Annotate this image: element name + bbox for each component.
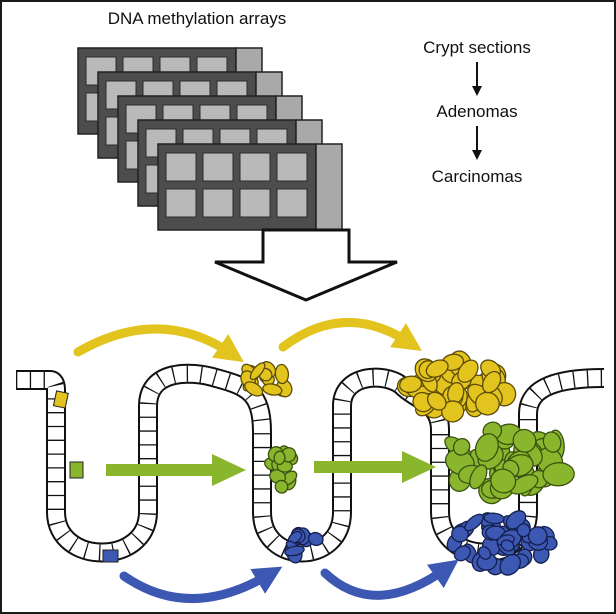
cell: [483, 512, 505, 525]
cell: [307, 531, 324, 547]
methylation-array: [157, 143, 343, 231]
cell: [262, 383, 283, 396]
blue-adenoma-cluster: [284, 526, 324, 564]
green-carcinoma-cluster: [444, 421, 575, 505]
cell: [516, 523, 531, 538]
cell: [542, 462, 575, 487]
blue-cell: [102, 549, 119, 563]
green-cell: [69, 461, 84, 479]
stage-arrow-2: [472, 126, 482, 160]
cell: [542, 431, 562, 453]
cell: [244, 381, 264, 397]
cell-clusters: [240, 350, 575, 576]
cell: [249, 362, 266, 381]
green-progression-arrow-2: [314, 451, 436, 483]
cell: [452, 438, 471, 456]
cell: [499, 553, 521, 576]
cell: [490, 468, 517, 494]
hollow-down-arrow-icon: [214, 228, 398, 302]
stage-label-carcinomas: Carcinomas: [432, 167, 523, 186]
cell: [500, 539, 515, 552]
cell: [274, 479, 289, 494]
yellow-carcinoma-cluster: [396, 350, 517, 423]
cell: [451, 525, 469, 543]
cell: [478, 546, 492, 560]
cell: [425, 359, 449, 378]
green-progression-arrow-1: [106, 454, 246, 486]
blue-progression-arrow-2: [320, 559, 459, 600]
cell: [453, 545, 471, 562]
diagram-title: DNA methylation arrays: [108, 9, 287, 28]
cell: [512, 428, 537, 453]
cell: [469, 464, 488, 490]
yellow-cell: [52, 390, 69, 409]
blue-progression-arrow-1: [119, 566, 283, 603]
cell: [441, 400, 465, 423]
cell: [481, 370, 502, 394]
cell: [399, 375, 423, 394]
green-adenoma-cluster: [264, 445, 299, 494]
cell: [474, 433, 499, 462]
yellow-progression-arrow-2: [278, 317, 423, 352]
stage-arrow-1: [472, 62, 482, 96]
cell: [527, 526, 548, 546]
stage-label-adenomas: Adenomas: [436, 102, 517, 121]
cell: [457, 359, 479, 383]
yellow-adenoma-cluster: [240, 361, 293, 398]
cell: [426, 391, 447, 411]
cell: [284, 545, 305, 557]
array-stack-icon: [77, 47, 343, 231]
blue-carcinoma-cluster: [446, 510, 558, 576]
stage-label-crypt-sections: Crypt sections: [423, 38, 531, 57]
yellow-progression-arrow-1: [73, 324, 244, 363]
cell: [274, 363, 290, 385]
cell: [273, 450, 286, 466]
cell: [464, 513, 484, 532]
